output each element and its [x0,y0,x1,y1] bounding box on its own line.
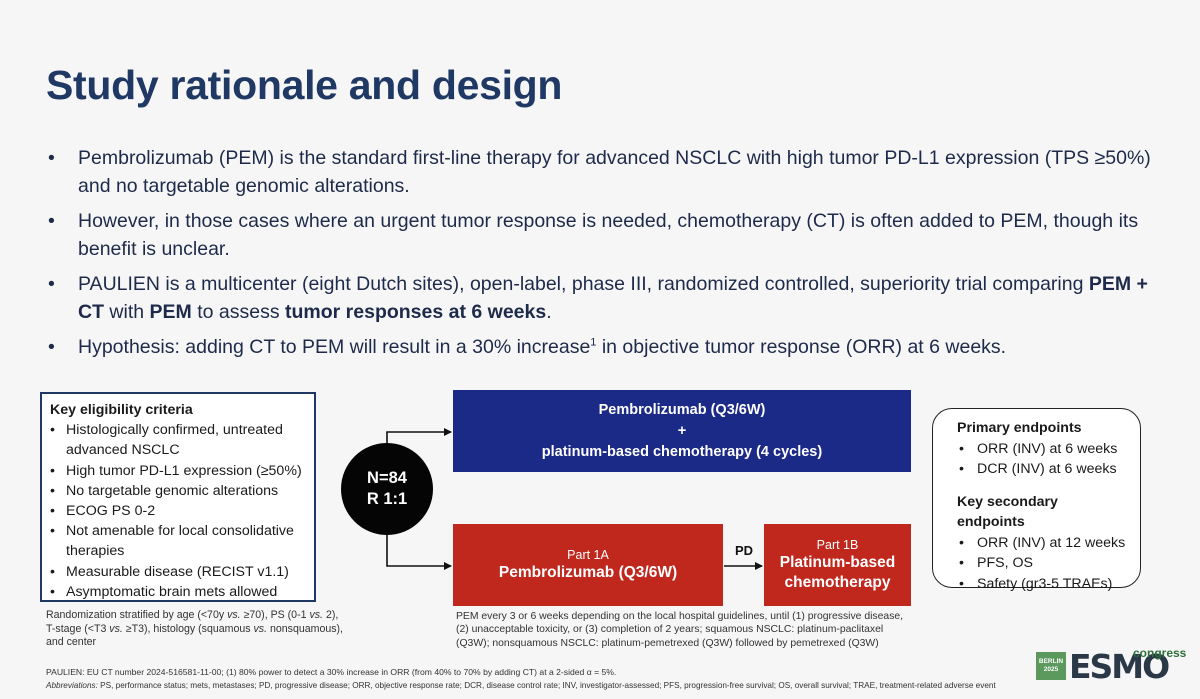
bullet-text: in objective tumor response (ORR) at 6 w… [596,336,1007,358]
part-name: Platinum-based chemotherapy [779,554,896,591]
secondary-endpoints-header: Key secondary endpoints [957,493,1058,531]
arm-part-1b: Part 1B Platinum-based chemotherapy [764,524,911,606]
abbreviations-text: PS, performance status; mets, metastases… [97,681,996,690]
esmo-congress-logo: BERLIN 2025 ESMO congress [1036,645,1188,686]
footnote-trial-registration: PAULIEN: EU CT number 2024-516581-11-00;… [46,667,617,677]
footnote-ref: 1 [590,336,597,349]
endpoints-box: Primary endpoints ORR (INV) at 6 weeks D… [932,408,1141,594]
bullet-bold: PEM + CT [78,273,1148,323]
primary-endpoints-list: ORR (INV) at 6 weeks DCR (INV) at 6 week… [957,439,1128,480]
eligibility-item: Asymptomatic brain mets allowed [50,582,308,602]
secondary-endpoints-list: ORR (INV) at 12 weeks PFS, OS Safety (gr… [957,533,1128,595]
stratification-note: Randomization stratified by age (<70y vs… [46,609,346,650]
strat-text: ≥T3), histology (squamous [122,622,254,635]
arm-line: platinum-based chemotherapy (4 cycles) [541,443,823,460]
bullet-bold: PEM [149,301,192,323]
endpoint-item: DCR (INV) at 6 weeks [957,459,1128,480]
bullet-text: PAULIEN is a multicenter (eight Dutch si… [78,273,1089,295]
strat-text: nonsquamous), and center [46,622,343,649]
part-label: Part 1B [816,538,859,552]
bullet-urgent-response: • However, in those cases where an urgen… [46,207,1166,263]
bullet-text: with [104,301,150,323]
strat-vs: vs. [227,609,241,621]
bullet-text: to assess [191,301,285,323]
eligibility-item: Measurable disease (RECIST v1.1) [50,562,308,582]
endpoint-item: Safety (gr3-5 TRAEs) [957,574,1128,595]
congress-city-badge: BERLIN 2025 [1036,652,1066,680]
bullet-bold: tumor responses at 6 weeks [285,301,547,323]
pem-dosing-note: PEM every 3 or 6 weeks depending on the … [456,611,904,649]
eligibility-item: Not amenable for local consolidative the… [50,521,308,561]
eligibility-item: High tumor PD-L1 expression (≥50%) [50,461,308,481]
pd-label: PD [735,543,754,558]
strat-text: ≥70), PS (0-1 [240,609,310,621]
bullet-hypothesis: • Hypothesis: adding CT to PEM will resu… [46,333,1166,361]
strat-text: 2), T-stage (<T3 [46,609,339,635]
strat-vs: vs. [309,609,323,621]
part-label: Part 1A [567,548,609,562]
arm-plus: + [677,422,687,439]
endpoint-item: ORR (INV) at 12 weeks [957,533,1128,554]
eligibility-item: ECOG PS 0-2 [50,501,308,521]
footnote-abbreviations: Abbreviations: PS, performance status; m… [46,681,996,690]
esmo-wordmark: ESMO [1069,647,1170,686]
eligibility-item: Histologically confirmed, untreated adva… [50,420,308,460]
bullet-text: Pembrolizumab (PEM) is the standard firs… [78,147,1151,197]
arm-line: Pembrolizumab (Q3/6W) [598,401,766,418]
arm-pem-plus-ct: Pembrolizumab (Q3/6W) + platinum-based c… [453,390,911,472]
bullet-text: Hypothesis: adding CT to PEM will result… [78,336,591,358]
arm-part-1a: Part 1A Pembrolizumab (Q3/6W) [453,524,723,606]
congress-wordmark: congress [1133,646,1187,660]
eligibility-list: Histologically confirmed, untreated adva… [50,420,308,602]
bullet-dot: • [48,147,55,169]
primary-endpoints-header: Primary endpoints [957,420,1082,436]
eligibility-box: Key eligibility criteria Histologically … [40,392,316,602]
congress-city: BERLIN [1038,658,1064,665]
part-name: Pembrolizumab (Q3/6W) [498,564,678,581]
bullet-text: However, in those cases where an urgent … [78,210,1139,260]
congress-year: 2025 [1043,666,1059,673]
strat-vs: vs. [253,622,268,635]
sample-size: N=84 [367,469,407,487]
randomization-ratio: R 1:1 [366,490,408,508]
abbreviations-label: Abbreviations: [46,681,98,690]
bullet-text: . [546,301,552,323]
bullet-standard-therapy: • Pembrolizumab (PEM) is the standard fi… [46,144,1166,200]
endpoint-item: PFS, OS [957,553,1128,574]
eligibility-item: No targetable genomic alterations [50,481,308,501]
bullet-dot: • [48,336,55,358]
strat-text: Randomization stratified by age (<70y [46,609,228,621]
slide-title: Study rationale and design [46,62,563,108]
eligibility-header: Key eligibility criteria [50,402,193,418]
endpoint-item: ORR (INV) at 6 weeks [957,439,1128,460]
bullet-trial-design: • PAULIEN is a multicenter (eight Dutch … [46,270,1166,326]
randomization-circle: N=84 R 1:1 [341,443,433,535]
bullet-dot: • [48,210,55,232]
strat-vs: vs. [109,622,123,635]
rationale-bullets: • Pembrolizumab (PEM) is the standard fi… [46,144,1166,368]
bullet-dot: • [48,273,55,295]
